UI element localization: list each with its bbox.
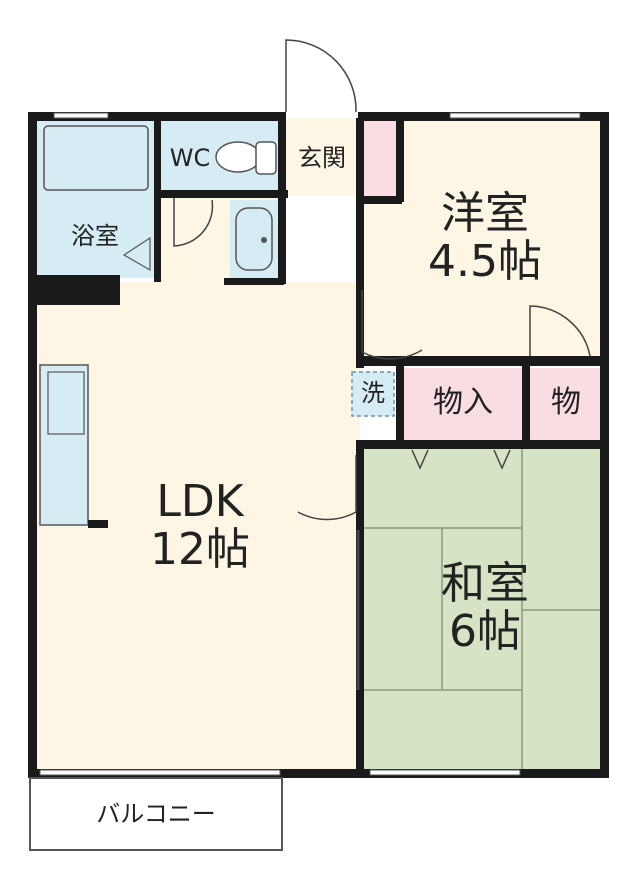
- japanese-room-label: 和室 6帖: [410, 558, 560, 658]
- storage-small-floor: [530, 368, 602, 440]
- toilet-bowl: [215, 141, 261, 173]
- western-room-label: 洋室 4.5帖: [410, 188, 560, 288]
- storage-floor: [404, 368, 522, 440]
- ldk-size: 12帖: [150, 524, 250, 576]
- japanese-room-name: 和室: [441, 558, 529, 609]
- balcony-floor: [29, 777, 283, 851]
- washbasin-drain: [261, 237, 267, 243]
- entrance-floor: [284, 118, 362, 196]
- storage-label: 物入: [433, 385, 493, 420]
- tatami-lines: [362, 448, 602, 772]
- western-room-name: 洋室: [441, 188, 529, 239]
- washbasin: [235, 207, 273, 271]
- western-room-size: 4.5帖: [428, 236, 542, 288]
- bath-label: 浴室: [71, 222, 119, 250]
- washer-space: [351, 371, 395, 417]
- ldk-name: LDK: [156, 476, 244, 527]
- storage-small-label: 物: [551, 385, 581, 420]
- washer-label: 洗: [361, 379, 385, 407]
- balcony-label: バルコニー: [96, 800, 216, 828]
- bath-door-swing: [122, 236, 151, 272]
- bathtub: [43, 125, 149, 191]
- doors: [173, 39, 591, 690]
- entrance-shoe-closet: [362, 118, 400, 196]
- japanese-room-size: 6帖: [449, 606, 521, 658]
- entrance-label: 玄関: [298, 144, 346, 172]
- toilet-tank: [255, 141, 277, 175]
- ldk-label: LDK 12帖: [120, 476, 280, 576]
- kitchen-sink: [47, 371, 85, 435]
- toilet-label: WC: [169, 144, 211, 172]
- windows: [39, 112, 581, 776]
